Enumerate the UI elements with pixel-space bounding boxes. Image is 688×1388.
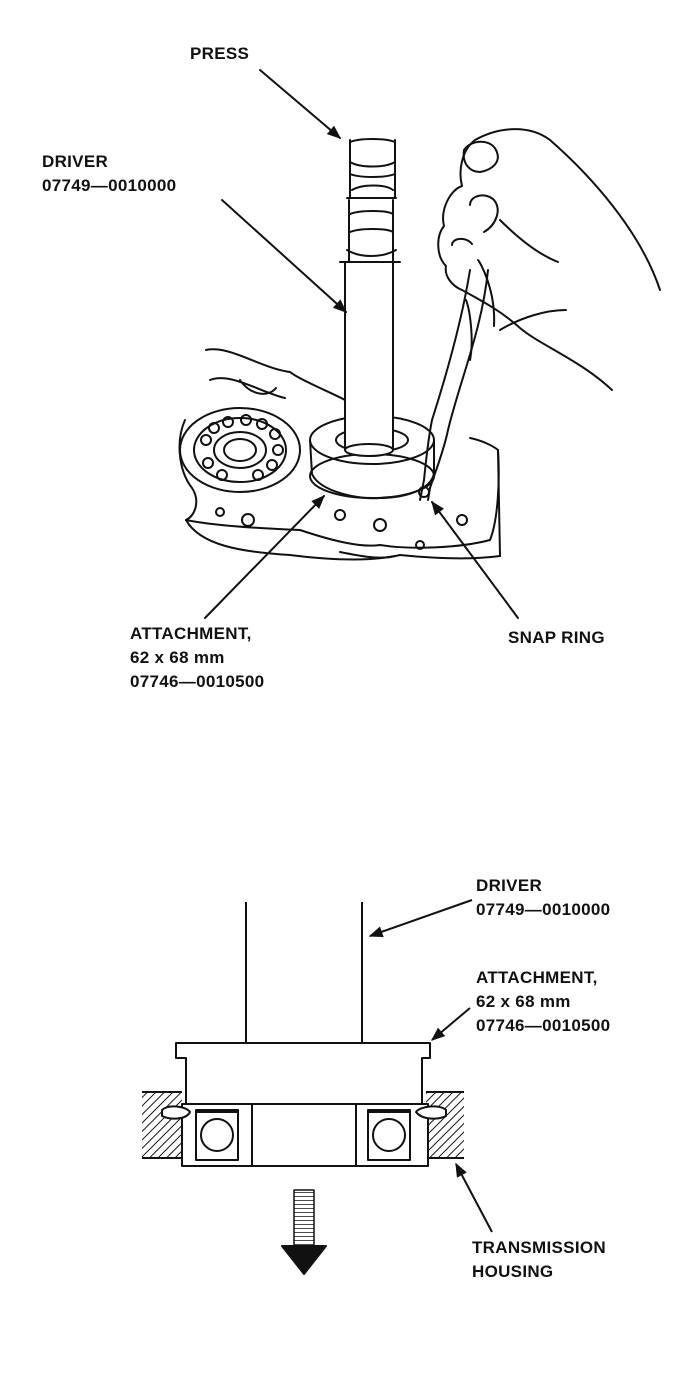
housing-leader [455, 1162, 493, 1233]
bearing-section [181, 1103, 429, 1167]
attachment-section [175, 1042, 431, 1105]
attachment-label-bottom: ATTACHMENT, 62 x 68 mm 07746—0010500 [476, 966, 610, 1038]
housing-label-line-1: TRANSMISSION [472, 1238, 606, 1257]
housing-outline [178, 348, 501, 561]
hand-with-pliers [418, 128, 661, 501]
attachment-label: ATTACHMENT, 62 x 68 mm 07746—0010500 [130, 622, 264, 694]
driver-label-bottom-line-1: DRIVER [476, 876, 543, 895]
attachment-label-line-1: ATTACHMENT, [130, 624, 252, 643]
driver-label-bottom: DRIVER 07749—0010000 [476, 874, 610, 922]
driver-leader-bottom [368, 899, 473, 938]
driver-part-number: 07749—0010000 [42, 176, 177, 195]
press-direction-arrow [281, 1189, 327, 1275]
attachment-part-number-bottom: 07746—0010500 [476, 1016, 611, 1035]
attachment-leader [204, 494, 325, 619]
top-figure [178, 69, 661, 619]
housing-section [142, 1091, 464, 1159]
attachment-label-bottom-line-1: ATTACHMENT, [476, 968, 598, 987]
driver-label: DRIVER 07749—0010000 [42, 150, 176, 198]
housing-label: TRANSMISSION HOUSING [472, 1236, 606, 1284]
attachment-size: 62 x 68 mm [130, 648, 225, 667]
press-leader [259, 69, 342, 139]
attachment-part-number: 07746—0010500 [130, 672, 265, 691]
snap-ring-label: SNAP RING [508, 628, 605, 647]
snap-ring-leader [431, 500, 519, 619]
driver-leader [221, 199, 348, 313]
press-label: PRESS [190, 44, 250, 63]
snap-rings-section [161, 1105, 447, 1120]
attachment-size-bottom: 62 x 68 mm [476, 992, 571, 1011]
attachment-leader-bottom [430, 1007, 471, 1041]
left-bearing [179, 407, 301, 493]
driver-shaft-section [245, 902, 363, 1042]
driver-label-line-1: DRIVER [42, 152, 109, 171]
driver-part-number-bottom: 07749—0010000 [476, 900, 611, 919]
housing-label-line-2: HOUSING [472, 1262, 554, 1281]
bottom-figure [142, 899, 493, 1275]
driver-shaft [339, 138, 401, 457]
